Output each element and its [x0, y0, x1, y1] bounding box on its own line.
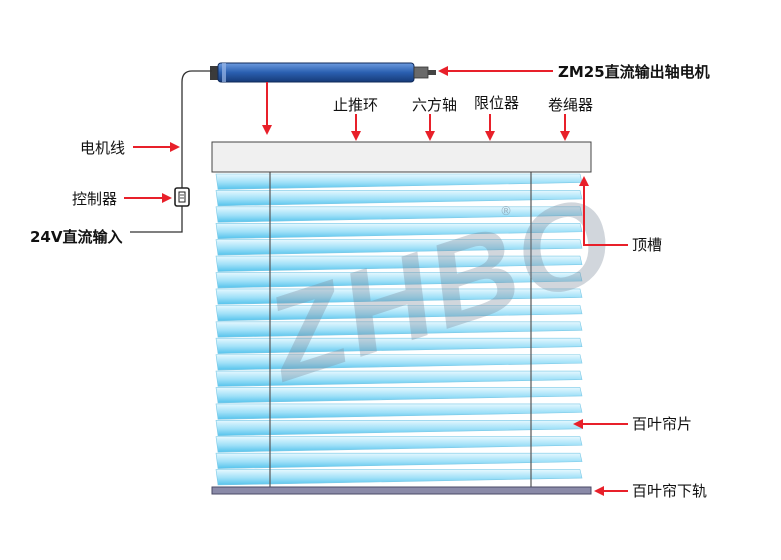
slat — [215, 436, 583, 453]
slat — [215, 354, 583, 371]
slat — [215, 337, 583, 354]
slat — [215, 305, 583, 322]
top-rail — [211, 141, 592, 173]
label-reel: 卷绳器 — [548, 96, 594, 114]
label-hex-shaft: 六方轴 — [412, 96, 458, 114]
label-top-rail: 顶槽 — [632, 236, 663, 254]
power-wire — [130, 206, 183, 233]
slat — [215, 420, 583, 437]
slat — [215, 222, 583, 239]
slat — [215, 387, 583, 404]
slat — [215, 469, 583, 486]
motor — [210, 62, 436, 83]
blind-slats — [215, 173, 583, 486]
arrow-top-rail — [579, 176, 628, 246]
label-motor-wire: 电机线 — [80, 139, 126, 157]
slat — [215, 288, 583, 305]
label-motor: ZM25直流输出轴电机 — [558, 63, 710, 81]
slat — [215, 272, 583, 289]
slat — [215, 190, 583, 207]
motor-wire — [181, 70, 212, 188]
bottom-rail — [211, 486, 592, 495]
label-controller: 控制器 — [72, 190, 118, 208]
label-stop-ring: 止推环 — [333, 96, 379, 114]
slat — [215, 452, 583, 469]
slat — [215, 255, 583, 272]
label-limiter: 限位器 — [474, 94, 520, 112]
slat — [215, 321, 583, 338]
slat — [215, 239, 583, 256]
slat — [215, 370, 583, 387]
label-bottom-rail: 百叶帘下轨 — [632, 482, 708, 500]
controller-icon — [174, 187, 190, 207]
slat — [215, 173, 583, 190]
watermark-registered-mark: ® — [500, 204, 512, 218]
slat — [215, 403, 583, 420]
label-slats: 百叶帘片 — [632, 415, 693, 433]
label-power-input: 24V直流输入 — [30, 228, 123, 246]
slat — [215, 206, 583, 223]
